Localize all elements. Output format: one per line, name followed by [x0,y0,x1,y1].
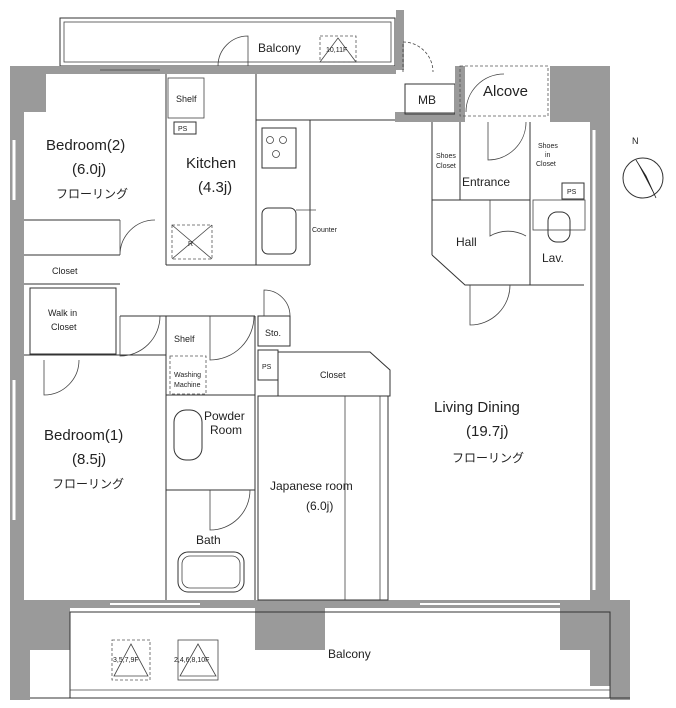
alcove-label: Alcove [483,83,528,100]
bedroom2-name: Bedroom(2) [46,137,125,154]
lav-label: Lav. [542,251,564,265]
north-compass: N [622,136,664,199]
bedroom1-name: Bedroom(1) [44,427,123,444]
kitchen-name: Kitchen [186,155,236,172]
hall-label: Hall [456,235,477,249]
washing-machine-1: Washing [174,372,201,379]
bedroom2-size: (6.0j) [72,161,106,178]
balcony-top [59,10,434,73]
floor-marker-top-text: 10,11F [326,47,347,54]
shelf2-label: Shelf [174,334,195,344]
living-dining-name: Living Dining [434,399,520,416]
sto-label: Sto. [265,328,281,338]
ps-mid-label: PS [262,364,272,371]
shoes-closet-left-1: Shoes [436,153,456,160]
shoes-in-closet-3: Closet [536,161,556,168]
kitchen-shelf-label: Shelf [176,94,197,104]
mb-label: MB [418,93,436,107]
counter-label: Counter [312,227,338,234]
windows [12,69,596,605]
japanese-closet-label: Closet [320,370,346,380]
kitchen-size: (4.3j) [198,179,232,196]
bedroom2-closet-label: Closet [52,266,78,276]
powder-room-2: Room [210,423,242,437]
balcony-bottom-label: Balcony [328,647,371,661]
bedroom2-floor: フローリング [56,187,128,201]
floor-marker-top: 10,11F [319,35,357,63]
washing-machine-2: Machine [174,382,201,389]
balcony-top-label: Balcony [258,41,301,55]
alcove-outline [459,65,549,117]
bedroom1-floor: フローリング [52,477,124,491]
floor-marker-bl1: 3,5,7,9F [111,639,151,681]
shoes-in-closet-2: in [545,152,551,159]
kitchen-ps-label: PS [178,126,188,133]
door-swings [43,121,527,531]
r-mark: R [188,241,193,248]
living-dining-floor: フローリング [452,451,524,465]
entrance-label: Entrance [462,175,510,189]
japanese-room-name: Japanese room [270,479,353,493]
shoes-closet-left-2: Closet [436,163,456,170]
japanese-room-size: (6.0j) [306,499,333,513]
living-dining-size: (19.7j) [466,423,509,440]
floor-marker-bl2-text: 2,4,6,8,10F [174,657,209,664]
fixtures [167,77,571,593]
shoes-in-closet-1: Shoes [538,143,558,150]
entrance-ps-label: PS [567,189,577,196]
compass-north-label: N [632,136,639,146]
bath-label: Bath [196,533,221,547]
floor-marker-bl2: 2,4,6,8,10F [174,639,219,681]
floor-marker-bl1-text: 3,5,7,9F [113,657,139,664]
powder-room-1: Powder [204,409,245,423]
bedroom1-size: (8.5j) [72,451,106,468]
walk-in-closet-1: Walk in [48,308,77,318]
interior-walls [24,74,586,601]
walk-in-closet-2: Closet [51,322,77,332]
